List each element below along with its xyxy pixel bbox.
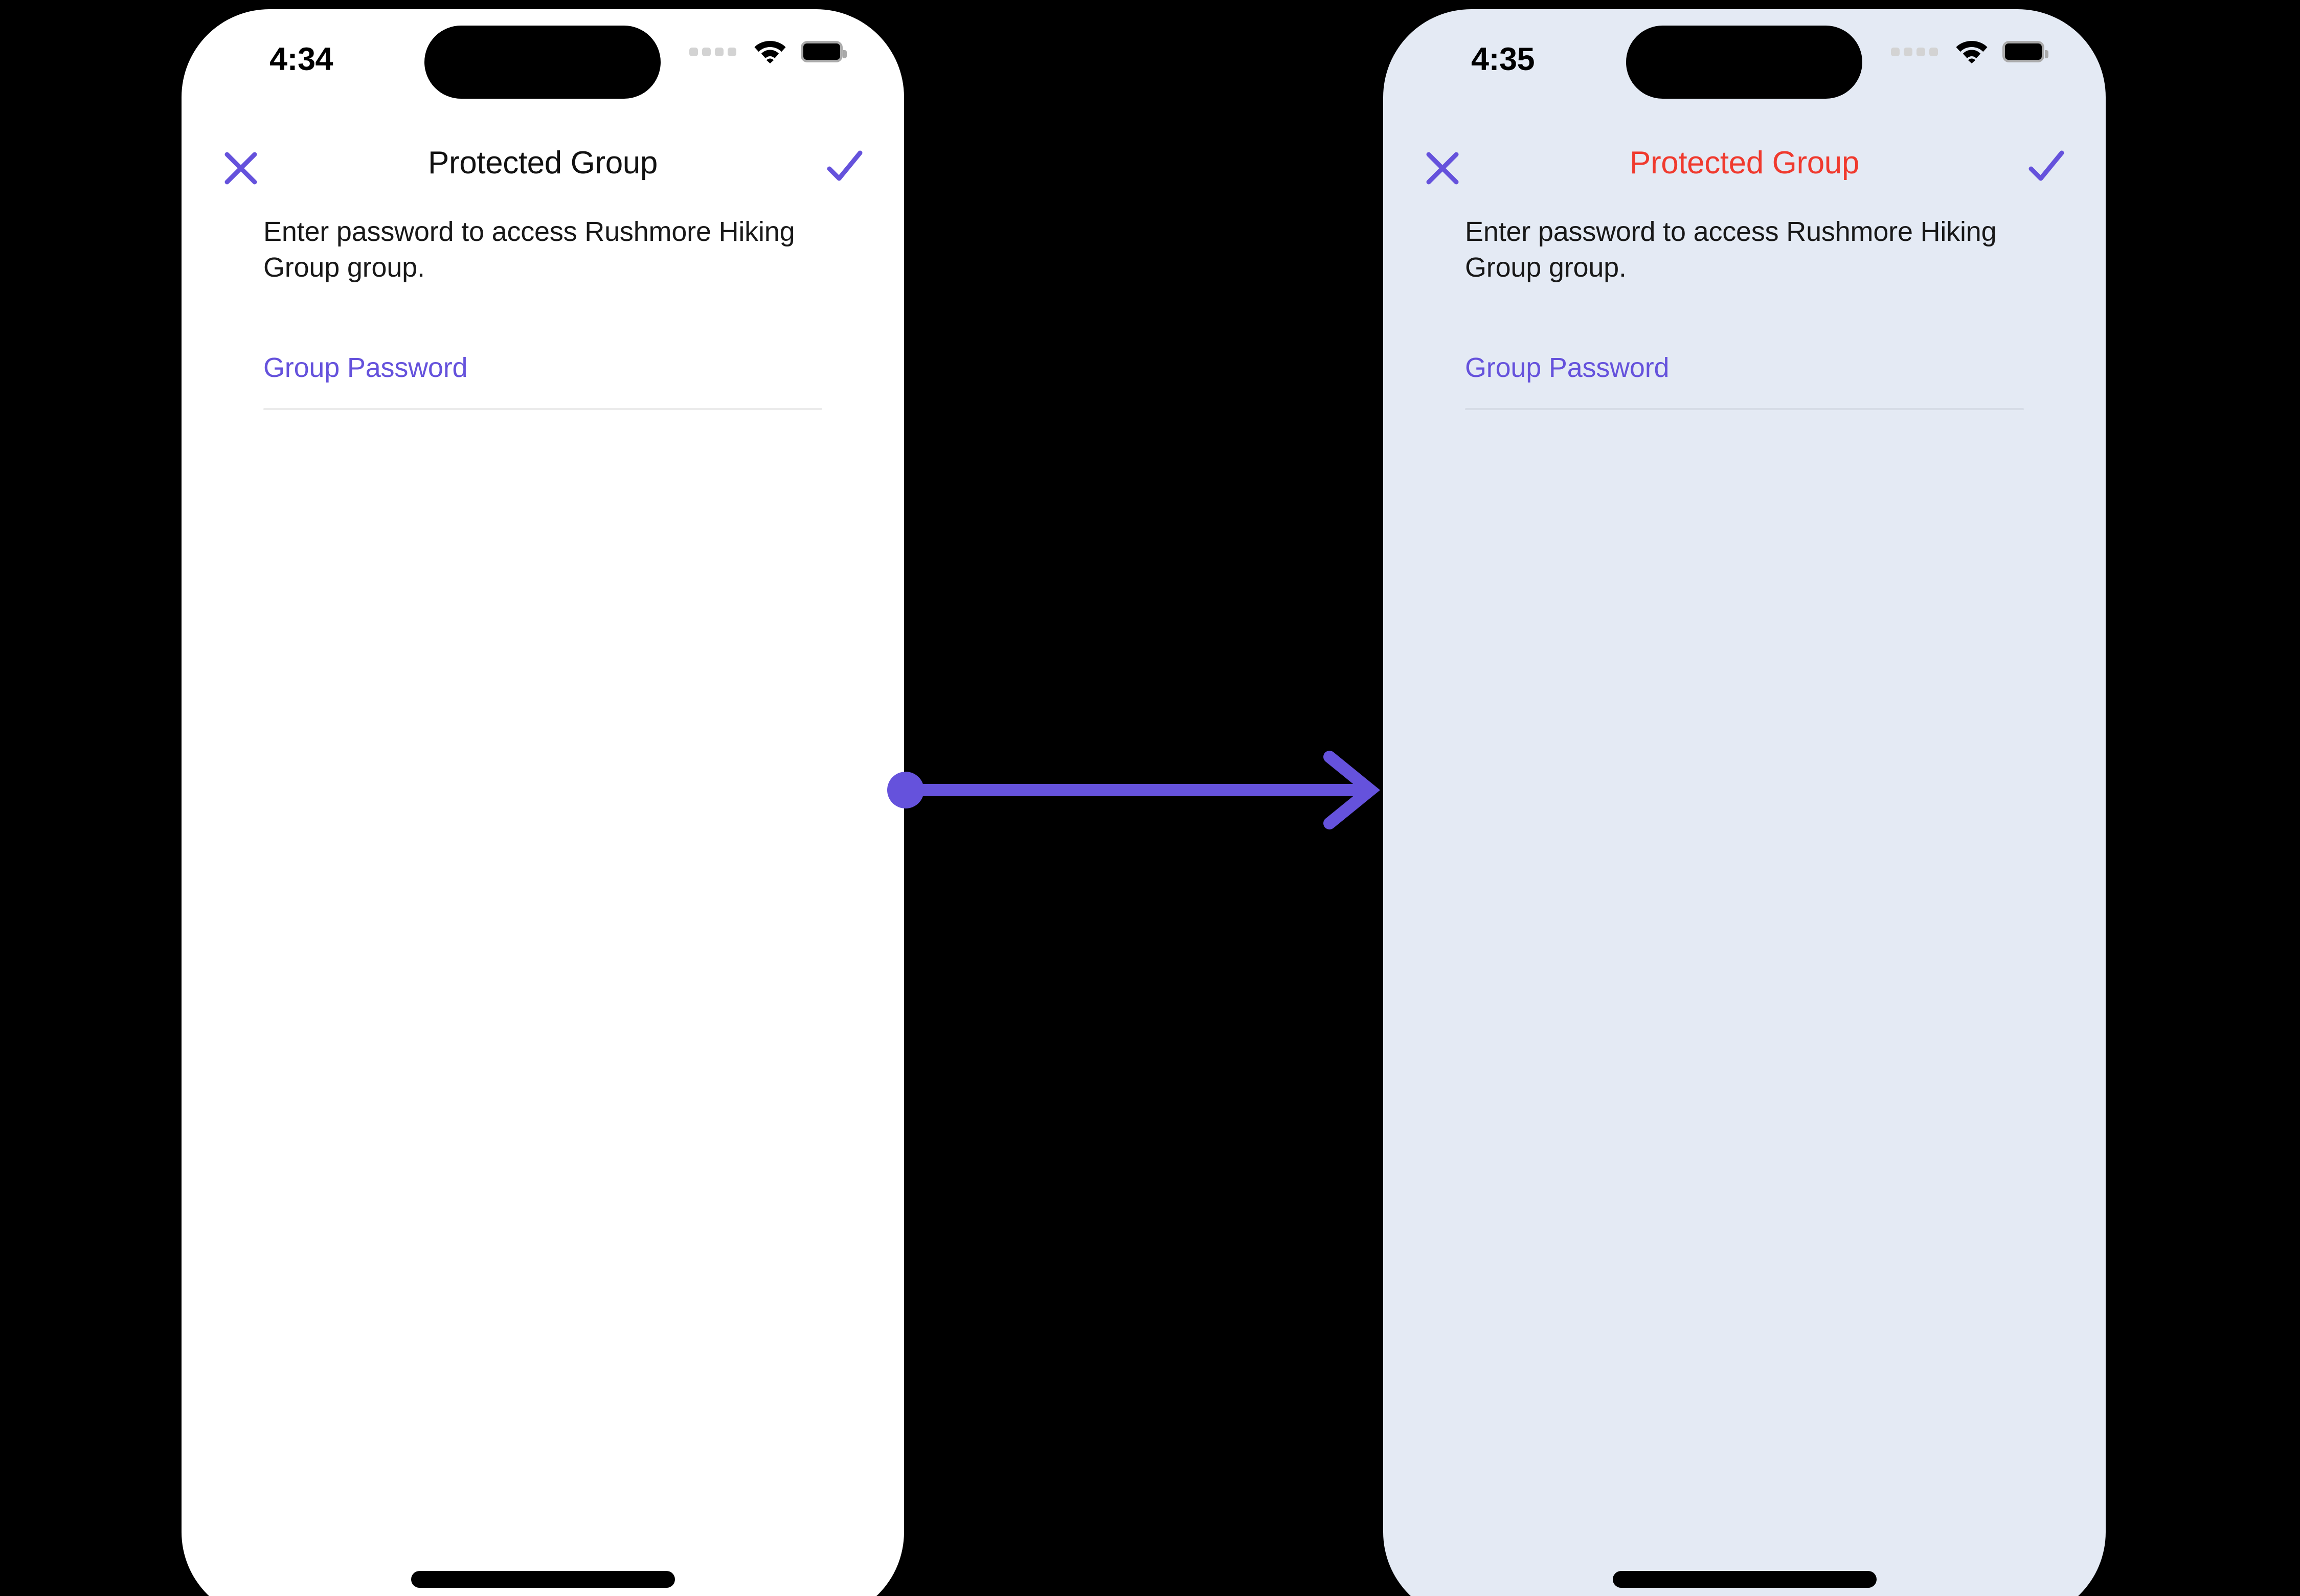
- phone-screen-after: 4:35 Protected Group: [1383, 9, 2106, 1596]
- status-indicators: [1891, 40, 2048, 63]
- checkmark-icon[interactable]: [814, 136, 875, 197]
- wifi-icon: [754, 41, 786, 63]
- screen-content: Enter password to access Rushmore Hiking…: [1465, 214, 2024, 411]
- cellular-dots-icon: [1891, 47, 1938, 56]
- dynamic-island: [1626, 26, 1862, 99]
- password-prompt-text: Enter password to access Rushmore Hiking…: [1465, 216, 1997, 283]
- close-icon[interactable]: [210, 138, 272, 199]
- transition-arrow: [887, 751, 1381, 829]
- password-prompt-text: Enter password to access Rushmore Hiking…: [263, 216, 795, 283]
- home-indicator: [1612, 1571, 1877, 1588]
- status-bar: 4:35: [1383, 9, 2106, 106]
- wifi-icon: [1956, 41, 1988, 63]
- screen-content: Enter password to access Rushmore Hiking…: [263, 214, 822, 411]
- battery-icon: [801, 41, 847, 62]
- battery-icon: [2002, 41, 2048, 62]
- navigation-bar: Protected Group: [1383, 133, 2106, 195]
- checkmark-icon[interactable]: [2016, 136, 2077, 197]
- dynamic-island: [424, 26, 661, 99]
- field-underline: [1465, 408, 2024, 411]
- home-indicator: [411, 1571, 675, 1588]
- page-title: Protected Group: [1630, 145, 1859, 181]
- group-password-label: Group Password: [263, 352, 468, 384]
- page-title: Protected Group: [428, 145, 658, 181]
- cellular-dots-icon: [689, 47, 736, 56]
- phone-screen-before: 4:34 Protected Group: [182, 9, 904, 1596]
- field-underline: [263, 408, 822, 411]
- close-icon[interactable]: [1412, 138, 1473, 199]
- group-password-label: Group Password: [1465, 352, 1670, 384]
- status-bar: 4:34: [182, 9, 904, 106]
- navigation-bar: Protected Group: [182, 133, 904, 195]
- status-indicators: [689, 40, 847, 63]
- status-time: 4:35: [1471, 41, 1535, 77]
- group-password-field[interactable]: Group Password: [1465, 352, 2024, 411]
- group-password-field[interactable]: Group Password: [263, 352, 822, 411]
- status-time: 4:34: [269, 41, 333, 77]
